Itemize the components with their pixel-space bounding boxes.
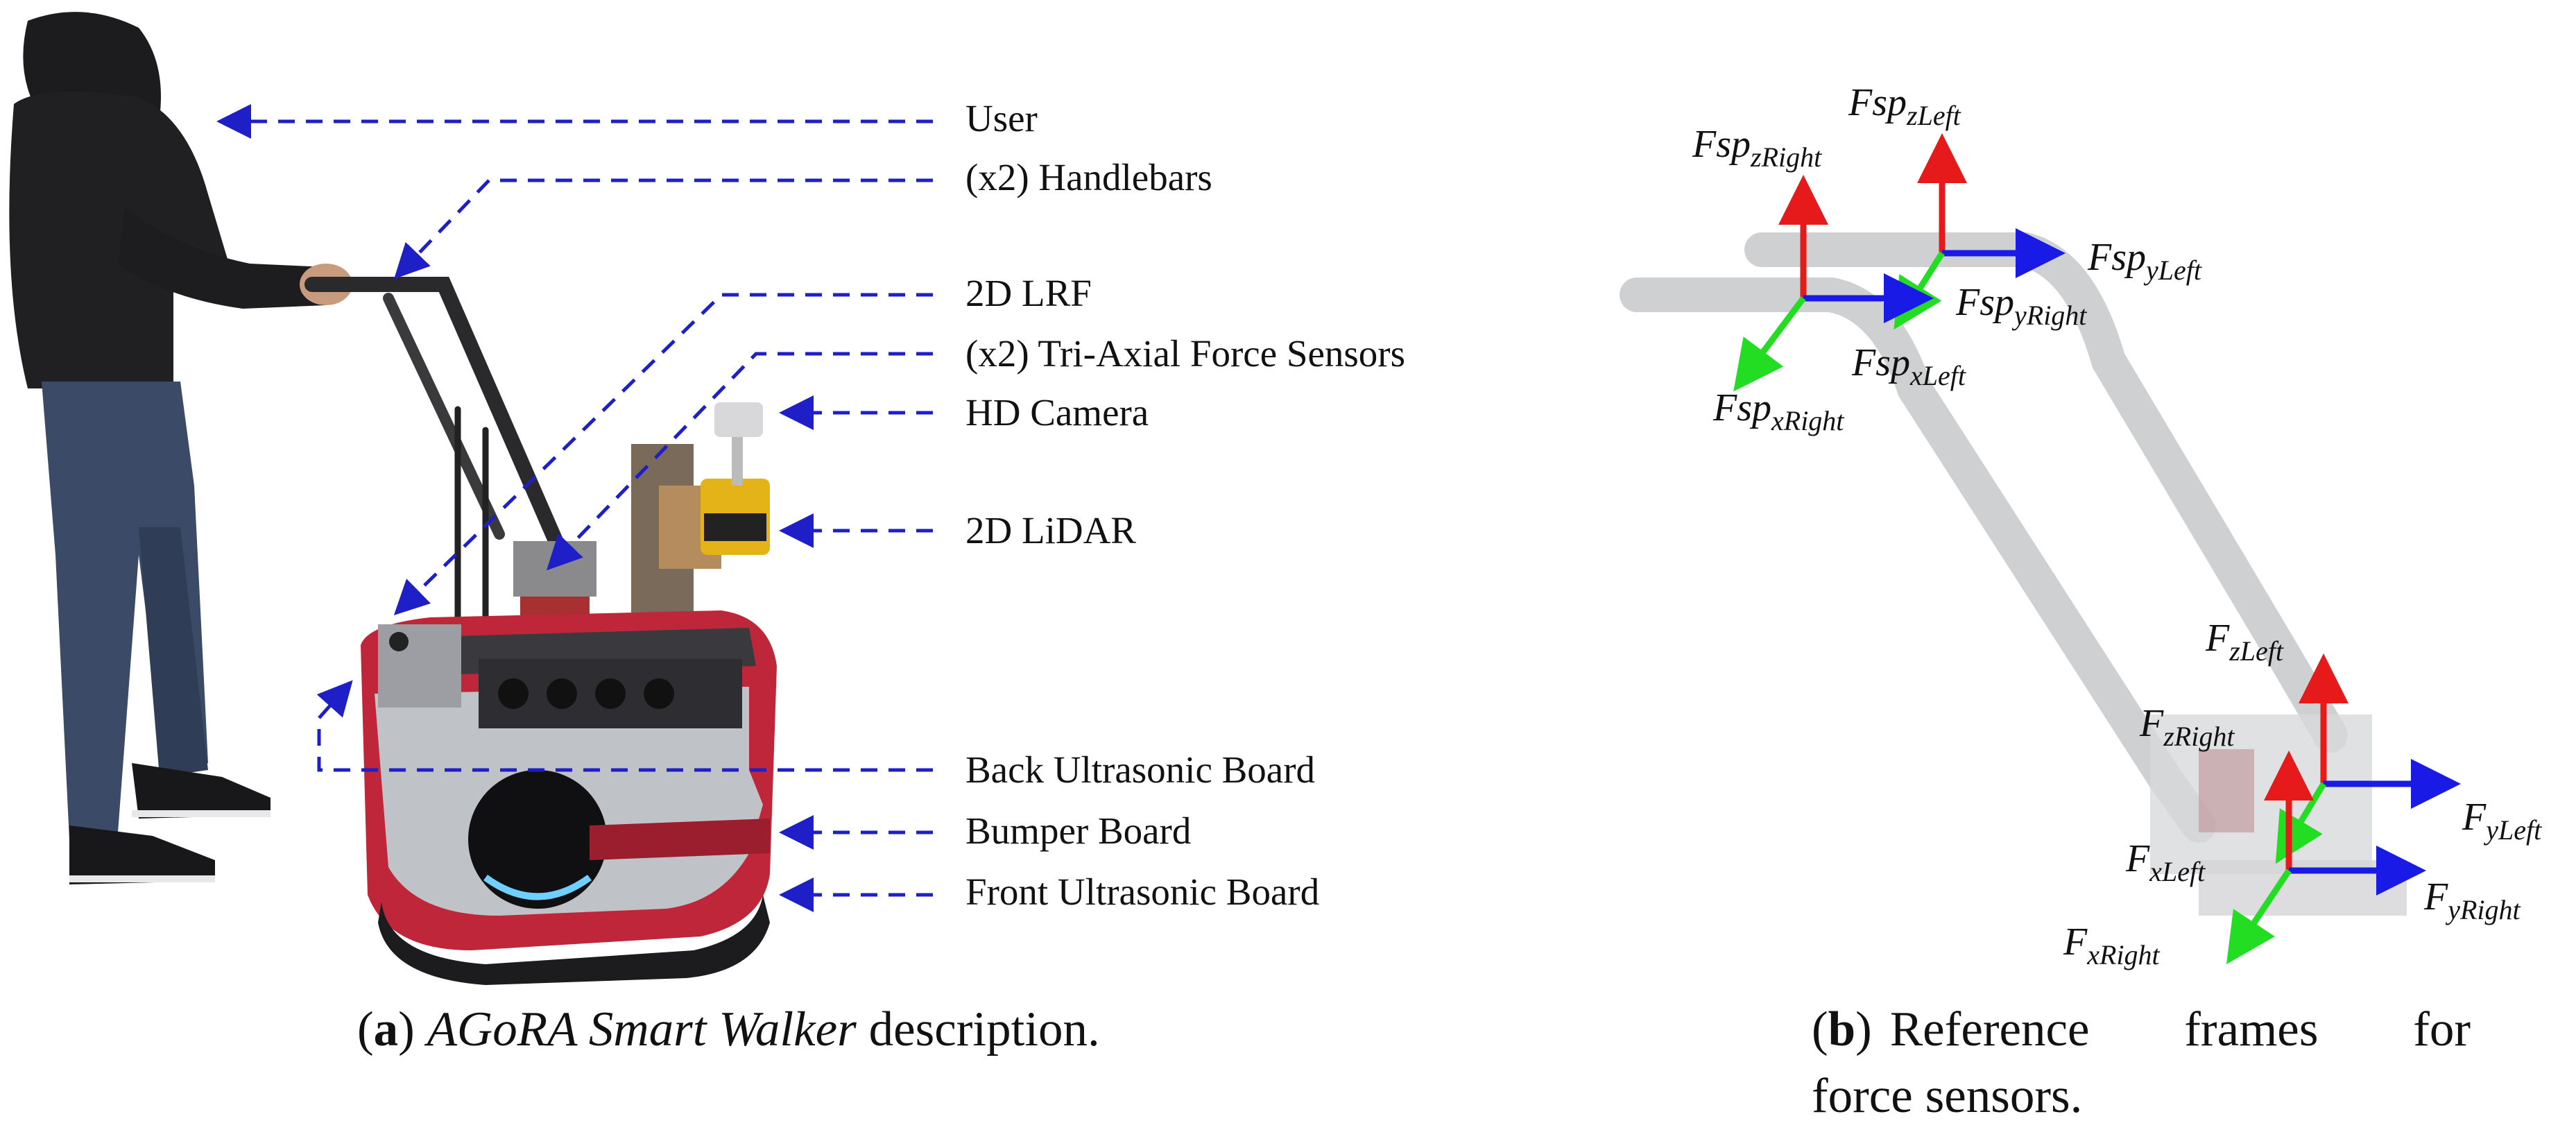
force-sensor-block xyxy=(513,541,596,597)
label-fsp-z-right: FspzRight xyxy=(1692,125,1821,171)
frame-fsp-right xyxy=(1733,175,1934,392)
caption-b-letter: b xyxy=(1828,1002,1856,1056)
f-z-left-base: F xyxy=(2206,617,2230,660)
label-fsp-x-left: FspxLeft xyxy=(1852,343,1966,390)
label-bumper-board: Bumper Board xyxy=(965,810,1192,852)
label-f-x-left: FxLeft xyxy=(2126,839,2205,886)
f-y-left-base: F xyxy=(2462,796,2487,839)
label-force-sensors: (x2) Tri-Axial Force Sensors xyxy=(965,332,1406,375)
f-x-left-base: F xyxy=(2126,837,2150,880)
walker-body xyxy=(361,610,777,985)
label-back-ultrasonic: Back Ultrasonic Board xyxy=(965,748,1316,791)
f-x-left-sub: xLeft xyxy=(2149,856,2206,887)
user-figure xyxy=(9,12,352,884)
fsp-z-right-sub: zRight xyxy=(1751,142,1822,173)
frames-diagram xyxy=(1620,133,2461,964)
fsp-y-right-base: Fsp xyxy=(1956,281,2014,324)
fsp-y-left-base: Fsp xyxy=(2088,236,2146,279)
f-z-right-base: F xyxy=(2140,702,2164,745)
panel-a-walker-description: User (x2) Handlebars 2D LRF (x2) Tri-Axi… xyxy=(9,12,1406,1056)
f-y-right-sub: yRight xyxy=(2448,894,2521,925)
camera-unit xyxy=(714,402,763,437)
fsp-x-right-sub: xRight xyxy=(1771,405,1844,436)
callout-pointers xyxy=(216,104,933,912)
frame-f-right xyxy=(2226,751,2426,964)
label-f-x-right: FxRight xyxy=(2063,923,2160,969)
fsp-y-left-sub: yLeft xyxy=(2146,255,2201,286)
fsp-x-left-base: Fsp xyxy=(1852,341,1910,384)
walker-photo xyxy=(9,12,933,985)
panel-b-reference-frames: FspzRight FspzLeft FspyLeft FspyRight Fs… xyxy=(1554,0,2576,1129)
fsp-x-right-base: Fsp xyxy=(1713,386,1771,429)
caption-a-text: description. xyxy=(868,1002,1100,1056)
fsp-z-right-base: Fsp xyxy=(1692,123,1751,166)
label-2d-lidar: 2D LiDAR xyxy=(965,509,1136,551)
label-f-y-left: FyLeft xyxy=(2462,798,2541,844)
label-fsp-y-left: FspyLeft xyxy=(2088,238,2201,284)
caption-a-letter: a xyxy=(373,1002,399,1056)
f-x-right-sub: xRight xyxy=(2087,939,2160,970)
f-y-right-base: F xyxy=(2424,875,2448,918)
caption-a: (a) AGoRA Smart Walker description. xyxy=(357,1002,1100,1056)
fsp-x-left-sub: xLeft xyxy=(1910,360,1966,391)
caption-b: (b) Reference frames for force sensors. xyxy=(1812,997,2471,1130)
fsp-y-right-sub: yRight xyxy=(2014,300,2087,331)
label-fsp-x-right: FspxRight xyxy=(1713,388,1844,435)
label-fsp-y-right: FspyRight xyxy=(1956,283,2086,329)
caption-b-line2: force sensors. xyxy=(1812,1068,2083,1123)
label-2d-lrf: 2D LRF xyxy=(965,272,1092,314)
label-front-ultrasonic: Front Ultrasonic Board xyxy=(965,871,1320,913)
caption-a-title: AGoRA Smart Walker xyxy=(427,1002,857,1056)
f-y-left-sub: yLeft xyxy=(2486,814,2542,846)
fsp-z-left-base: Fsp xyxy=(1848,81,1907,124)
label-handlebars: (x2) Handlebars xyxy=(965,156,1212,198)
label-f-y-right: FyRight xyxy=(2424,878,2521,924)
label-f-z-left: FzLeft xyxy=(2206,619,2283,665)
label-hd-camera: HD Camera xyxy=(965,391,1149,434)
f-z-right-sub: zRight xyxy=(2163,721,2235,752)
caption-b-line1: Reference frames for xyxy=(1889,1002,2471,1056)
f-z-left-sub: zLeft xyxy=(2229,635,2284,667)
fsp-z-left-sub: zLeft xyxy=(1907,100,1961,131)
label-fsp-z-left: FspzLeft xyxy=(1848,83,1961,130)
label-f-z-right: FzRight xyxy=(2140,704,2234,751)
f-x-right-base: F xyxy=(2063,921,2088,964)
label-user: User xyxy=(965,97,1038,139)
